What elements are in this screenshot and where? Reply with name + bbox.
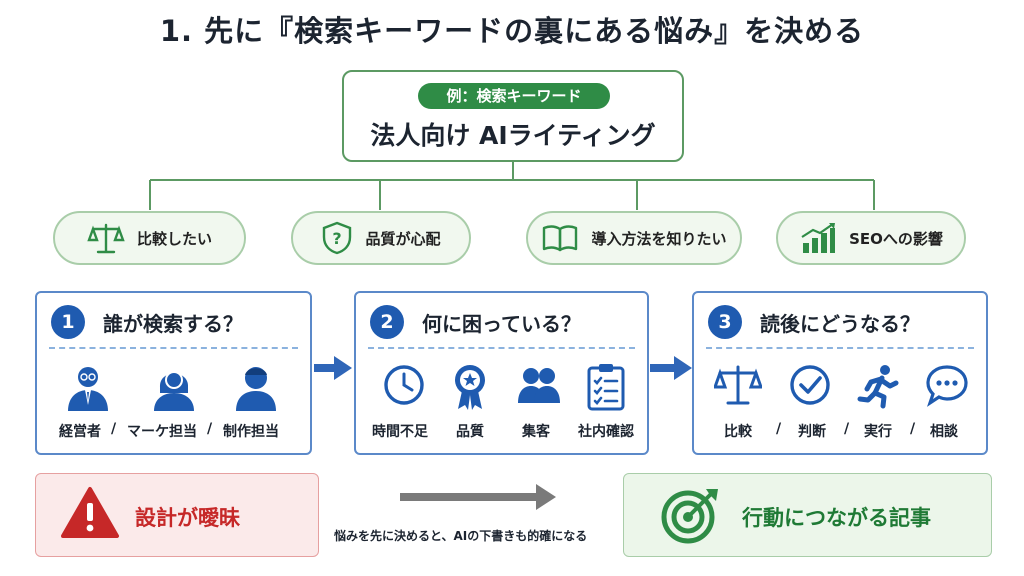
step-after: 3 読後にどうなる？: [692, 291, 988, 455]
keyword-pill: 例：検索キーワード: [418, 83, 610, 109]
dashed-divider: [368, 347, 635, 349]
target-icon: [661, 489, 718, 544]
step-label: マーケ担当: [127, 424, 197, 440]
award-icon: [455, 365, 485, 410]
worry-adoption: 導入方法を知りたい: [526, 211, 742, 265]
step-number-badge: 1: [51, 305, 85, 339]
dashed-divider: [49, 347, 298, 349]
step-label: 社内確認: [578, 424, 634, 440]
people-icon: [518, 368, 560, 403]
step-what: 2 何に困っている？: [354, 291, 649, 455]
keyword-text: 法人向け AIライティング: [370, 121, 656, 150]
worry-label: SEOへの影響: [849, 229, 943, 248]
growth-chart-icon: [801, 223, 836, 253]
chat-bubble-icon: [926, 365, 968, 407]
creator-icon: [236, 367, 276, 411]
step-label: 比較: [724, 424, 752, 440]
result-arrow: [400, 484, 556, 510]
step-label: 実行: [864, 424, 892, 440]
step-title: 何に困っている？: [422, 311, 581, 336]
step-label: 集客: [522, 424, 550, 440]
scale-icon: [87, 223, 125, 254]
page-title: 1. 先に『検索キーワードの裏にある悩み』を決める: [159, 14, 865, 48]
step-label: 経営者: [59, 424, 101, 440]
step-label: 制作担当: [223, 424, 279, 440]
step-label: 時間不足: [372, 424, 428, 440]
checklist-icon: [587, 364, 625, 411]
open-book-icon: [543, 225, 578, 252]
worry-compare: 比較したい: [53, 211, 246, 265]
marketer-icon: [154, 371, 194, 411]
step-number-badge: 2: [370, 305, 404, 339]
flow-arrow-1-to-2: [314, 356, 352, 380]
svg-text:?: ?: [333, 229, 342, 248]
step-label: 相談: [930, 424, 958, 440]
label-separator: /: [111, 421, 117, 437]
label-separator: /: [207, 421, 213, 437]
executive-icon: [68, 367, 108, 411]
clock-icon: [384, 365, 424, 405]
dashed-divider: [706, 347, 974, 349]
worry-label: 比較したい: [136, 229, 212, 248]
shield-question-icon: ?: [323, 221, 352, 255]
worry-label: 導入方法を知りたい: [591, 229, 727, 248]
worry-quality: ? 品質が心配: [291, 211, 471, 265]
step-title: 読後にどうなる？: [760, 311, 920, 336]
label-separator: /: [910, 421, 916, 437]
step-label: 判断: [798, 424, 826, 440]
label-separator: /: [844, 421, 850, 437]
step-who: 1 誰が検索する？ 経営者 / マーケ担当 / 制作担当: [35, 291, 312, 455]
warning-icon: [61, 487, 119, 538]
step-label: 品質: [456, 424, 484, 440]
bad-outcome-box: [35, 473, 319, 557]
flow-arrow-2-to-3: [650, 356, 692, 380]
step-title: 誰が検索する？: [103, 311, 243, 336]
label-separator: /: [776, 421, 782, 437]
check-circle-icon: [790, 365, 830, 405]
worry-label: 品質が心配: [365, 229, 441, 248]
running-person-icon: [857, 365, 899, 409]
worry-seo: SEOへの影響: [776, 211, 966, 265]
step-number-badge: 3: [708, 305, 742, 339]
good-outcome-text: 行動につながる記事: [742, 506, 931, 530]
bad-outcome-text: 設計が曖昧: [135, 506, 240, 530]
arrow-caption: 悩みを先に決めると、AIの下書きも的確になる: [334, 529, 588, 543]
scale-icon: [714, 365, 762, 405]
